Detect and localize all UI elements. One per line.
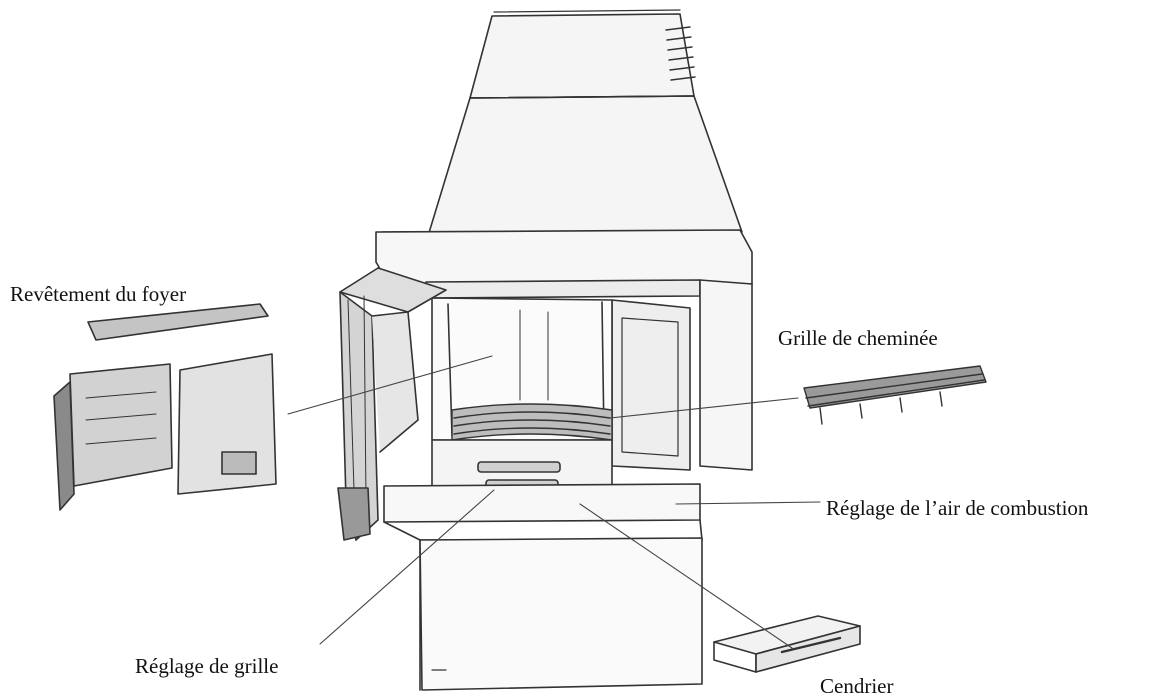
leader-reglage-grille: [319, 489, 495, 645]
fire-grate: [451, 403, 613, 441]
base-pedestal: [419, 537, 703, 691]
label-firebox-lining: Revêtement du foyer: [10, 282, 187, 306]
leader-grille-cheminee: [609, 397, 799, 419]
firebox-lining-parts: [53, 303, 277, 511]
leader-revetement: [287, 355, 493, 415]
vent-slots-icon: [665, 26, 696, 81]
open-door: [337, 267, 447, 541]
leader-air-combustion: [675, 501, 821, 505]
label-grate-adjust: Réglage de grille: [135, 654, 279, 678]
right-side-panel: [611, 279, 753, 471]
label-fireplace-grille: Grille de cheminée: [778, 326, 938, 350]
leader-cendrier: [579, 503, 793, 649]
leader-lines: [287, 355, 821, 649]
ash-drawer: [713, 615, 861, 673]
label-combustion-air: Réglage de l’air de combustion: [826, 496, 1089, 520]
grille-part: [803, 365, 987, 425]
canopy-slab: [375, 229, 753, 299]
grate-adjust-front: [431, 439, 613, 497]
chimney-hood: [427, 9, 743, 237]
label-ash-drawer: Cendrier: [820, 674, 894, 698]
